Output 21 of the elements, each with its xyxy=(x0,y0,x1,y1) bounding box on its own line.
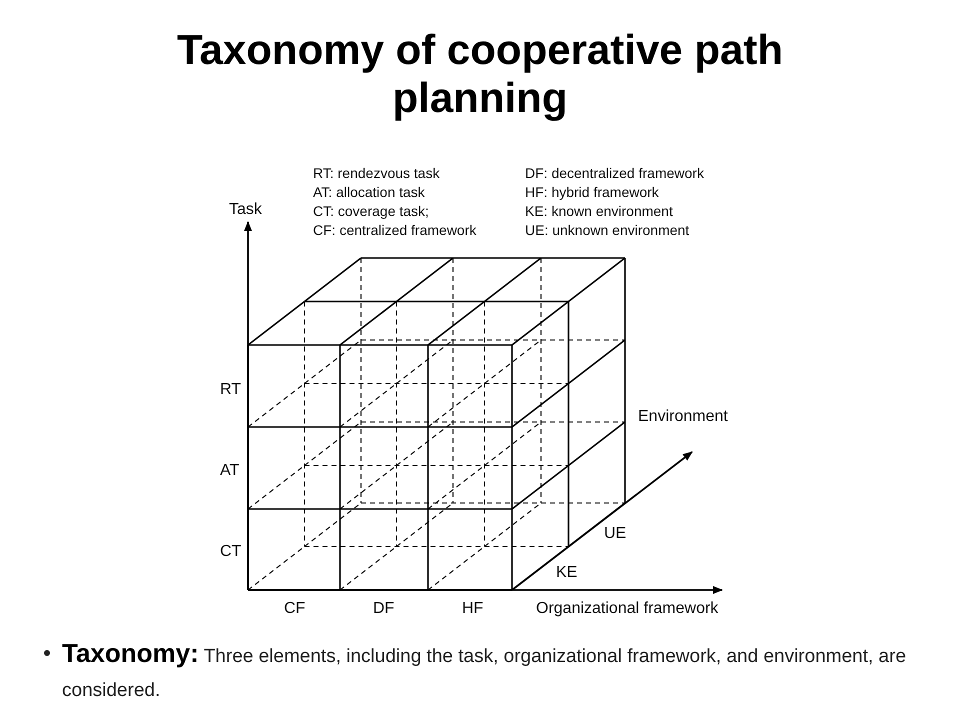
tick-label: KE xyxy=(556,564,578,582)
key-text: UE: unknown environment xyxy=(525,222,690,238)
tick-label: DF xyxy=(373,600,394,618)
bullet-text: Taxonomy: Three elements, including the task, organizational framework, and environment, are considered. xyxy=(62,637,908,703)
title: Taxonomy of cooperative path planning xyxy=(176,26,784,122)
key-text: DF: decentralized framework xyxy=(525,165,704,181)
tick-label: UE xyxy=(604,525,626,543)
axis-label: Organizational framework xyxy=(536,600,718,618)
tick-label: AT xyxy=(220,462,240,480)
tick-label: HF xyxy=(462,600,484,618)
key-text: AT: allocation task xyxy=(313,184,425,200)
key-text: CF: centralized framework xyxy=(313,222,476,238)
key-text: RT: rendezvous task xyxy=(313,165,440,181)
key-text: CT: coverage task; xyxy=(313,203,429,219)
key-text: HF: hybrid framework xyxy=(525,184,659,200)
tick-label: CT xyxy=(220,543,242,561)
axis-label: Task xyxy=(229,201,262,219)
tick-label: CF xyxy=(284,600,306,618)
tick-label: RT xyxy=(220,381,242,399)
key-text: KE: known environment xyxy=(525,203,673,219)
axis-label: Environment xyxy=(638,408,728,426)
